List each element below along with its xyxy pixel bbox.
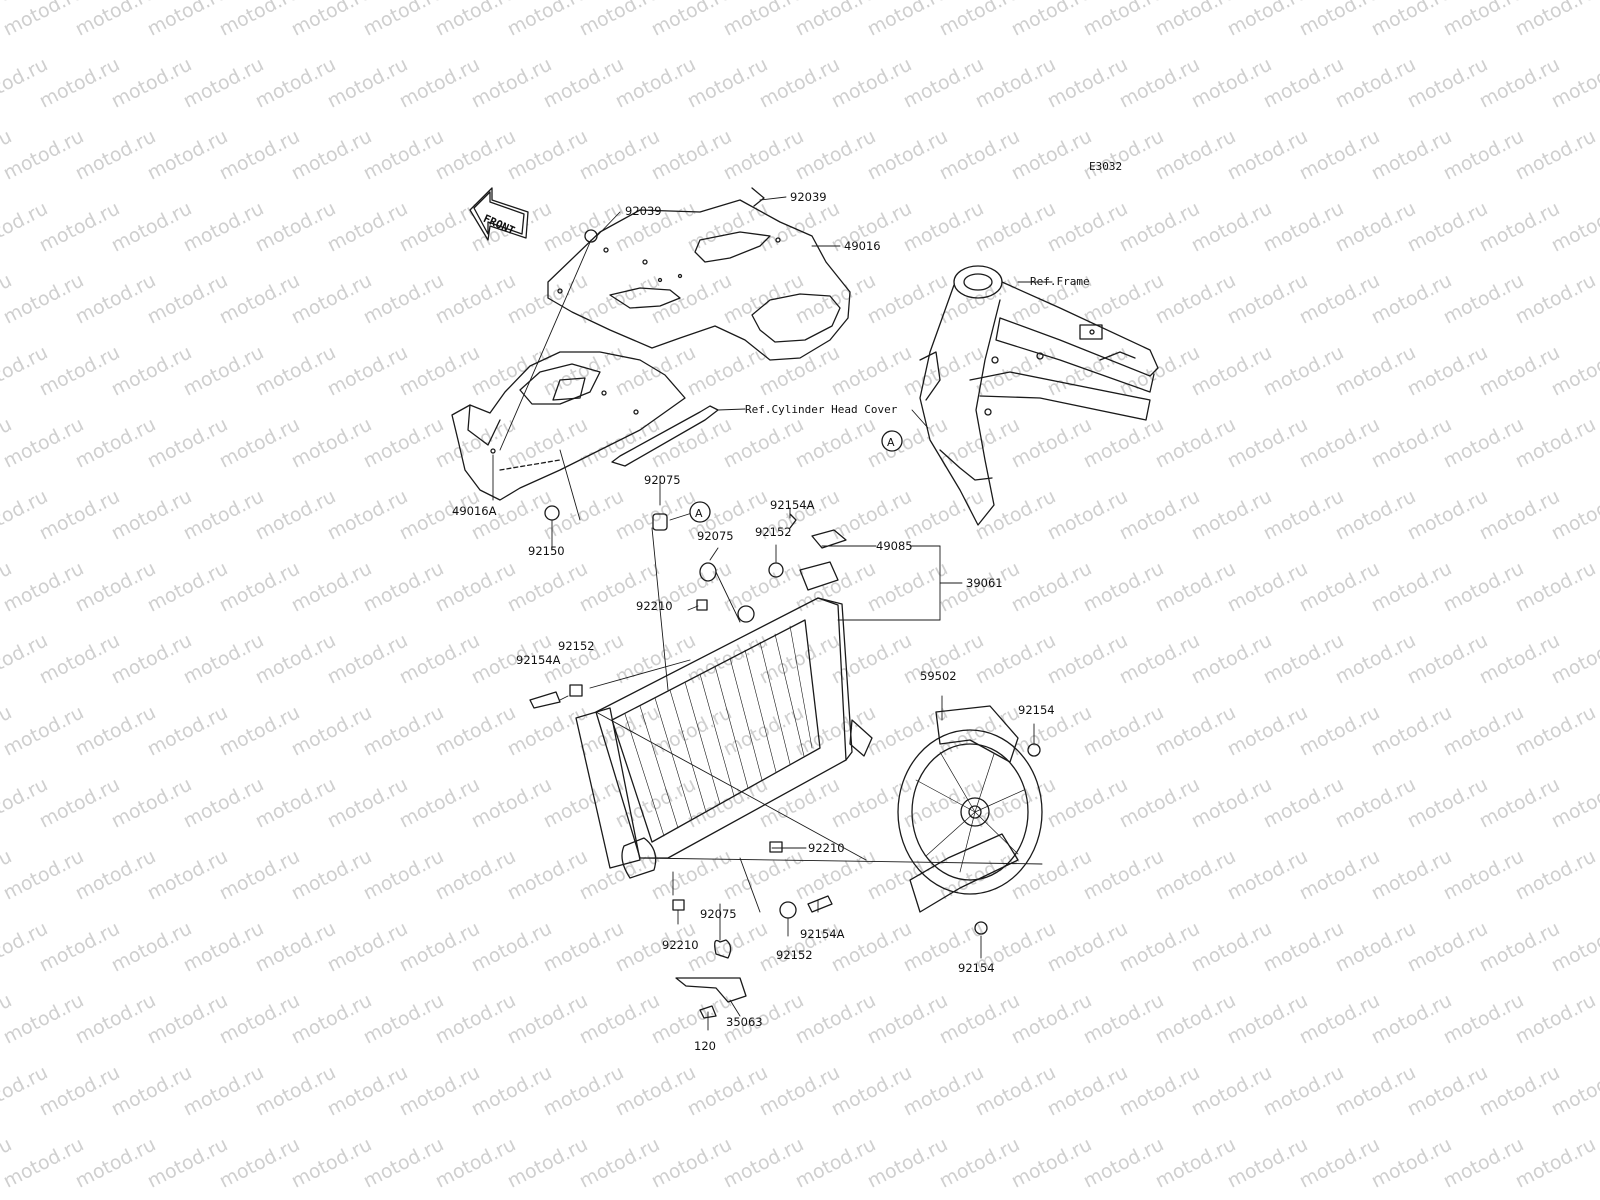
- part-label-92075-top: 92075: [644, 473, 681, 487]
- head-cover-bracket: [611, 405, 719, 467]
- part-label-92075-bottom: 92075: [700, 907, 737, 921]
- part-label-92152-bottom: 92152: [776, 948, 813, 962]
- part-label-92210-bottom: 92210: [662, 938, 699, 952]
- part-label-59502: 59502: [920, 669, 957, 683]
- ref-cylinder-head-cover-label: Ref.Cylinder Head Cover: [745, 403, 898, 416]
- part-label-92152-left: 92152: [558, 639, 595, 653]
- marker-circle-radiator: [689, 501, 711, 523]
- diagram-code: E3032: [1089, 160, 1123, 173]
- part-label-92154-right: 92154: [1018, 703, 1055, 717]
- part-label-92075-mid: 92075: [697, 529, 734, 543]
- radiator-core: [575, 529, 873, 879]
- part-label-92039-right: 92039: [790, 190, 827, 204]
- hardware-parts: [529, 187, 1041, 1019]
- part-label-92154A-bottom: 92154A: [800, 927, 845, 941]
- marker-text-radiator: A: [695, 507, 703, 520]
- ref-frame-label: Ref.Frame: [1030, 275, 1090, 288]
- upper-cover-49016: [547, 199, 851, 361]
- part-label-49085: 49085: [876, 539, 913, 553]
- part-label-92154A-top: 92154A: [770, 498, 815, 512]
- part-label-92152-top: 92152: [755, 525, 792, 539]
- marker-circle-frame: [881, 430, 903, 452]
- part-label-92210-top: 92210: [636, 599, 673, 613]
- part-label-92210-mid: 92210: [808, 841, 845, 855]
- part-label-92150: 92150: [528, 544, 565, 558]
- lower-cover-49016A: [451, 351, 686, 501]
- frame-assembly: [919, 265, 1159, 526]
- cooling-fan: [897, 705, 1043, 913]
- part-label-120: 120: [694, 1039, 716, 1053]
- front-arrow-icon: [469, 187, 529, 241]
- part-label-49016A: 49016A: [452, 504, 497, 518]
- part-label-92154A-left: 92154A: [516, 653, 561, 667]
- part-label-39061: 39061: [966, 576, 1003, 590]
- marker-text-frame: A: [887, 436, 895, 449]
- part-label-92154-bottom: 92154: [958, 961, 995, 975]
- part-label-49016: 49016: [844, 239, 881, 253]
- leader-lines: [492, 196, 1053, 1031]
- part-label-92039-left: 92039: [625, 204, 662, 218]
- part-label-35063: 35063: [726, 1015, 763, 1029]
